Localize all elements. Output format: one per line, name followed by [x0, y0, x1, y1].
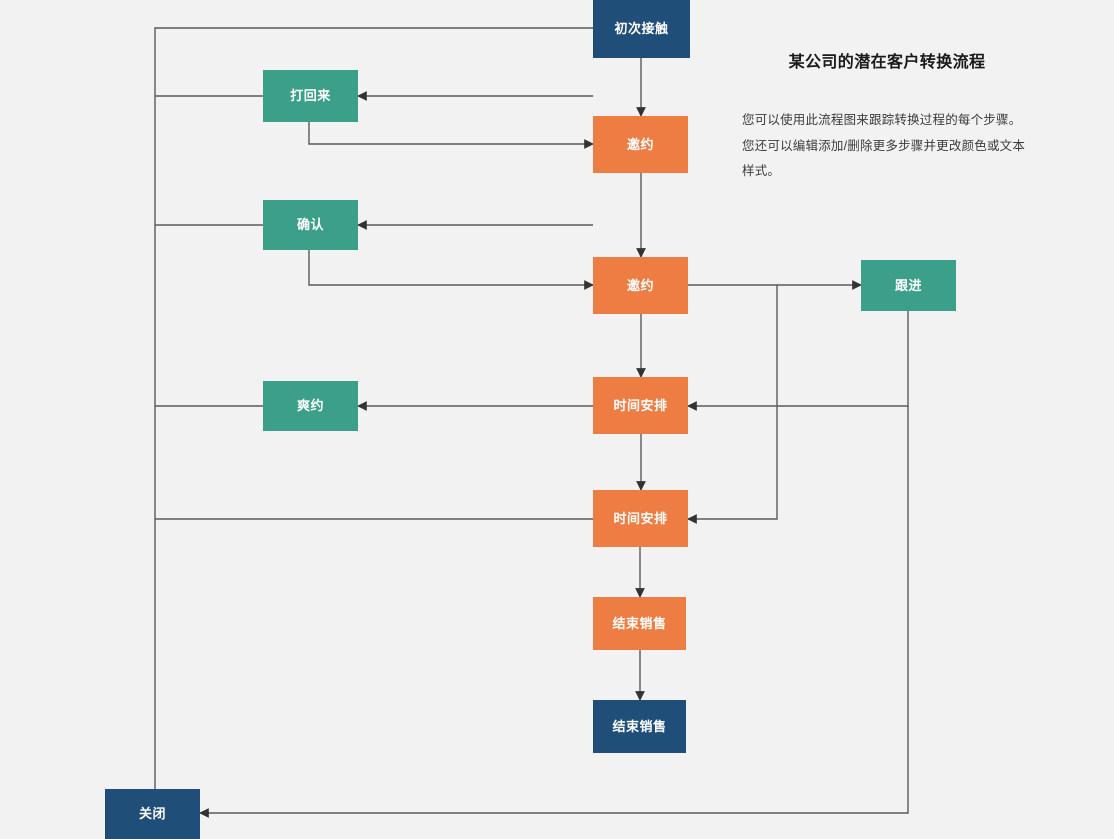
- page-title: 某公司的潜在客户转换流程: [788, 54, 986, 71]
- node-label: 结束销售: [612, 615, 667, 631]
- node-schedule-2[interactable]: 时间安排: [593, 490, 688, 547]
- node-invite-2[interactable]: 邀约: [593, 257, 688, 314]
- page-description: 您可以使用此流程图来跟踪转换过程的每个步骤。您还可以编辑添加/删除更多步骤并更改…: [742, 113, 1026, 179]
- edge-follow-up-rail-to-closed: [199, 406, 909, 818]
- edge-call-back-to-invite-1: [308, 122, 594, 149]
- node-no-show[interactable]: 爽约: [263, 381, 358, 431]
- node-label: 邀约: [626, 136, 654, 152]
- edge-follow-up-to-schedule-1: [687, 311, 909, 411]
- node-label: 跟进: [894, 277, 922, 293]
- node-label: 关闭: [138, 806, 166, 822]
- node-schedule-1[interactable]: 时间安排: [593, 377, 688, 434]
- node-label: 初次接触: [614, 21, 669, 37]
- node-label: 邀约: [626, 277, 654, 293]
- node-close-sale-1[interactable]: 结束销售: [593, 597, 686, 650]
- node-invite-1[interactable]: 邀约: [593, 116, 688, 173]
- node-confirm[interactable]: 确认: [263, 200, 358, 250]
- node-close-sale-2[interactable]: 结束销售: [593, 700, 686, 753]
- node-first-contact[interactable]: 初次接触: [593, 0, 690, 58]
- edge-confirm-to-invite-2: [308, 250, 594, 290]
- edge-invite-2-branch-to-sched-2: [687, 285, 778, 524]
- node-label: 时间安排: [613, 397, 668, 413]
- node-label: 时间安排: [613, 510, 668, 526]
- node-label: 确认: [296, 217, 324, 233]
- node-follow-up[interactable]: 跟进: [861, 260, 956, 311]
- title-block: 某公司的潜在客户转换流程 您可以使用此流程图来跟踪转换过程的每个步骤。您还可以编…: [742, 48, 1032, 185]
- node-label: 结束销售: [612, 718, 667, 734]
- node-label: 爽约: [296, 398, 324, 414]
- node-closed[interactable]: 关闭: [105, 789, 200, 839]
- node-label: 打回来: [290, 88, 331, 104]
- edge-first-contact-to-left-rail: [150, 27, 593, 809]
- node-call-back[interactable]: 打回来: [263, 70, 358, 122]
